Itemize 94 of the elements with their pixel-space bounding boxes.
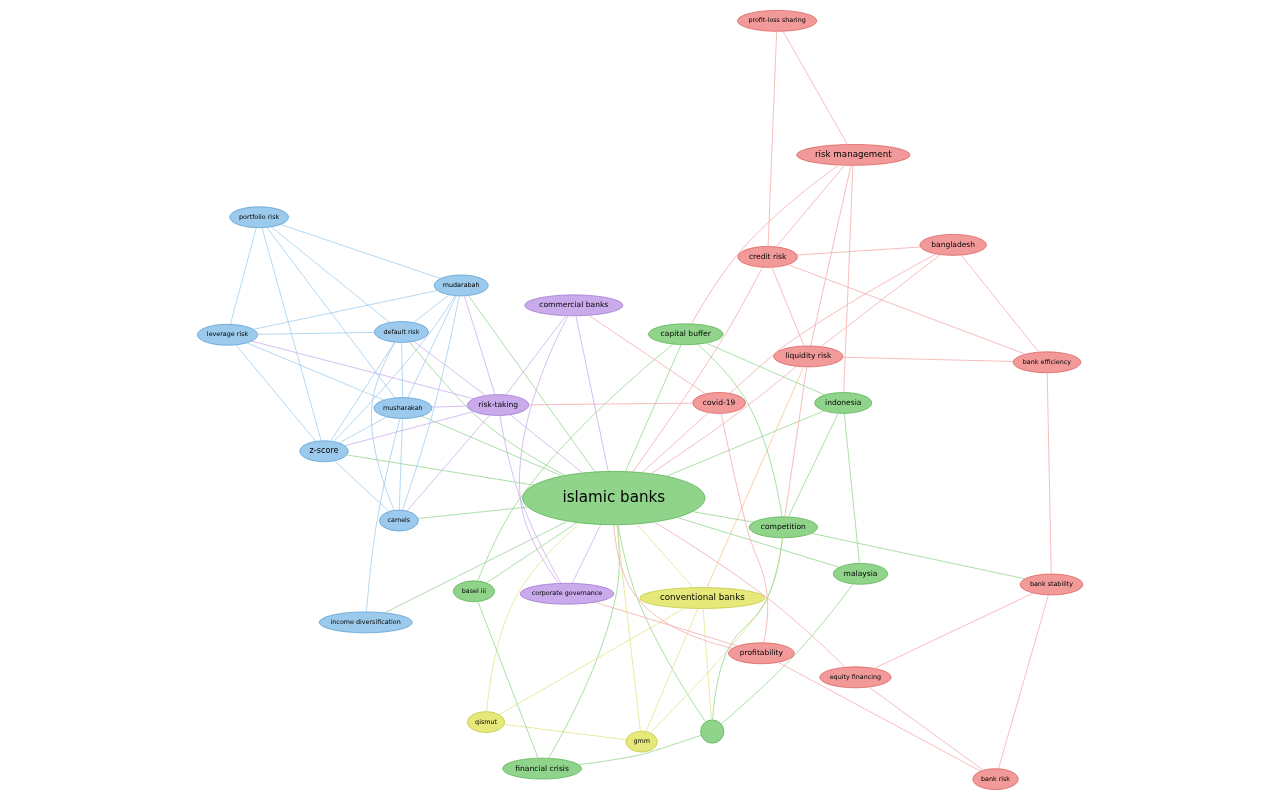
connector [504,724,627,741]
connector [246,342,385,401]
connector [409,341,566,476]
connector [398,418,403,511]
connector [257,332,375,335]
connector [402,295,460,511]
connector [505,315,567,396]
connector [843,165,854,393]
connector [578,734,702,766]
connector [235,344,317,442]
connector [873,592,1034,669]
connector [413,340,486,396]
connector [645,608,699,732]
connector [519,315,569,584]
connector [366,418,401,613]
connector [767,31,778,247]
connector [782,30,848,145]
connector [636,523,694,588]
connector [811,532,1026,580]
connector [575,315,609,472]
connector [280,224,442,279]
connector [998,594,1049,769]
connector [796,246,921,256]
connector [625,344,682,472]
connector [702,608,712,721]
connector [486,522,581,712]
connector [616,524,641,732]
connector [843,413,860,564]
connector [486,522,578,584]
connector [771,267,805,347]
connector [712,537,783,721]
connector [509,414,583,474]
node-circle [700,719,725,744]
connector [650,365,797,474]
connector [266,227,396,399]
connector [334,460,390,512]
connector [787,264,1026,355]
connector [960,254,1040,353]
connector [692,511,754,523]
connector [810,165,852,347]
connector [346,454,535,486]
connector [548,524,620,759]
connector [464,295,496,396]
connector [641,412,709,473]
node-ellipse: conventional banks [639,587,766,609]
connector [401,342,404,398]
connector [270,226,391,323]
connector [705,342,826,396]
connector [407,295,457,398]
connector [1046,372,1052,575]
connector [338,416,388,444]
connector [868,686,984,771]
connector [413,294,450,323]
connector [261,227,322,442]
connector [775,164,846,248]
connector [788,412,839,518]
connector [421,415,563,477]
connector [666,410,825,477]
connector [417,506,529,519]
connector [706,366,804,588]
connector [617,524,706,723]
connector [333,295,456,442]
connector [842,356,1014,362]
connector [697,343,783,518]
connector [528,402,694,406]
connector [477,343,674,582]
connector [650,537,783,734]
connector [251,340,475,400]
connector [330,341,396,442]
connector [720,583,854,725]
connector [371,341,396,511]
connector [253,290,438,330]
connector [344,411,475,447]
connector [594,601,738,647]
connector [784,366,808,518]
connector [499,415,562,584]
connector [431,405,468,408]
connector [729,253,937,394]
connector [820,254,941,347]
connector [406,414,490,512]
connector [613,524,733,649]
connector [720,413,769,644]
node-ellipse: risk management [796,144,911,166]
connector [498,607,685,715]
connector [571,524,602,584]
node-ellipse: z-score [299,440,349,463]
connector [384,520,569,614]
connector [777,661,982,772]
connector [230,227,257,325]
connector [588,314,707,395]
connector [632,266,763,473]
connector [477,601,539,759]
node-ellipse: islamic banks [522,471,706,526]
connector [691,164,840,325]
